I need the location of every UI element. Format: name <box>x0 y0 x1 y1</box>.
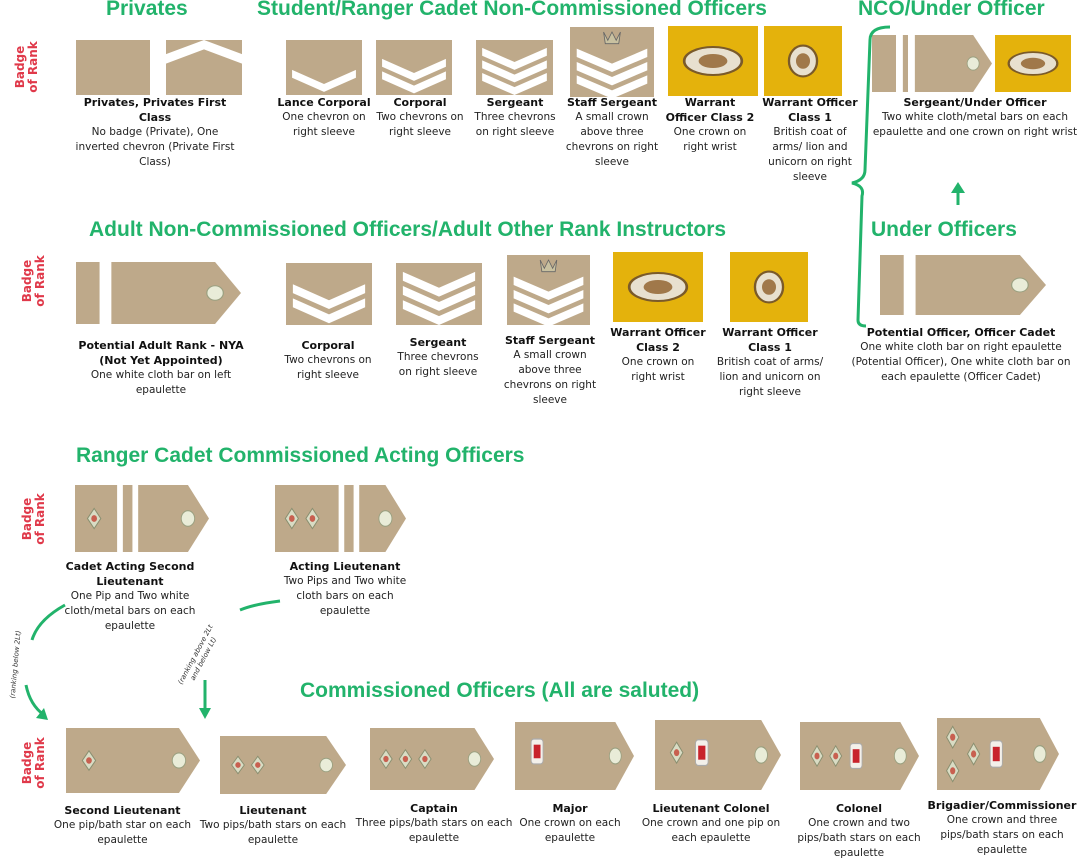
captain-epaulette <box>370 728 494 790</box>
button-icon <box>180 510 196 527</box>
lieutenant-epaulette <box>220 736 346 794</box>
lieutenant-colonel-epaulette <box>655 720 781 790</box>
button-icon <box>893 747 907 765</box>
arrow-head-down-icon <box>199 708 211 719</box>
pip-icon <box>250 755 265 775</box>
pip-icon <box>398 748 413 770</box>
button-icon <box>378 510 393 527</box>
pip-icon <box>418 748 432 770</box>
pip-icon <box>231 755 245 775</box>
lance-corporal-badge <box>286 40 362 95</box>
crown-icon <box>695 739 709 767</box>
caption-nya: Potential Adult Rank - NYA (Not Yet Appo… <box>78 339 244 396</box>
adult-warrant-officer-1-badge <box>730 252 808 322</box>
heading-privates: Privates <box>106 0 188 20</box>
major-epaulette <box>515 722 634 790</box>
adult-sergeant-badge <box>396 263 482 325</box>
heading-adult-nco: Adult Non-Commissioned Officers/Adult Ot… <box>89 218 727 241</box>
sergeant-under-officer-epaulette <box>872 35 992 92</box>
button-icon <box>754 746 768 764</box>
arrow-head-left-icon <box>36 708 48 720</box>
crown-icon <box>530 738 544 765</box>
button-icon <box>966 56 980 71</box>
heading-student-nco: Student/Ranger Cadet Non-Commissioned Of… <box>257 0 767 20</box>
curve-arrow-right-top <box>239 599 281 612</box>
button-icon <box>206 285 224 301</box>
pip-icon <box>86 507 102 530</box>
sergeant-under-officer-crown <box>995 35 1071 92</box>
button-icon <box>467 751 482 767</box>
button-icon <box>1033 745 1047 763</box>
pip-icon <box>284 507 299 530</box>
pip-icon <box>946 725 960 749</box>
button-icon <box>608 747 622 765</box>
crown-icon <box>849 742 863 770</box>
crown-icon <box>603 31 621 45</box>
adult-corporal-badge <box>286 263 372 325</box>
heading-commissioned-officers: Commissioned Officers (All are saluted) <box>300 679 700 702</box>
nco-bracket <box>851 25 891 328</box>
heading-acting-officers: Ranger Cadet Commissioned Acting Officer… <box>76 444 525 467</box>
corporal-badge <box>376 40 452 95</box>
private-first-class-badge <box>166 40 242 95</box>
button-icon <box>319 757 333 773</box>
warrant-officer-1-badge <box>764 26 842 96</box>
heading-nco-under-officer: NCO/Under Officer <box>858 0 1045 20</box>
pip-icon <box>379 748 393 770</box>
crown-icon <box>539 259 558 273</box>
pip-icon <box>810 744 824 768</box>
sergeant-badge <box>476 40 553 95</box>
curve-arrow-left-top <box>30 603 66 641</box>
adult-warrant-officer-2-badge <box>613 252 703 322</box>
pip-icon <box>81 749 97 772</box>
colonel-epaulette <box>800 722 919 790</box>
pip-icon <box>966 742 981 766</box>
up-arrow-head-icon <box>951 182 965 193</box>
pip-icon <box>669 741 684 765</box>
officer-cadet-epaulette <box>880 255 1046 315</box>
staff-sergeant-badge <box>570 27 654 97</box>
curve-arrow-left-icon <box>24 684 45 717</box>
crown-icon <box>989 740 1003 768</box>
acting-lieutenant-epaulette <box>275 485 406 552</box>
cadet-acting-2lt-epaulette <box>75 485 209 552</box>
button-icon <box>171 752 187 769</box>
second-lieutenant-epaulette <box>66 728 200 793</box>
brigadier-epaulette <box>937 718 1059 790</box>
pip-icon <box>305 507 320 530</box>
adult-staff-sergeant-badge <box>507 255 590 325</box>
heading-under-officers: Under Officers <box>871 218 1017 241</box>
warrant-officer-2-badge <box>668 26 758 96</box>
pip-icon <box>829 744 843 768</box>
private-badge <box>76 40 150 95</box>
nya-epaulette <box>76 262 241 324</box>
pip-icon <box>946 759 960 783</box>
button-icon <box>1011 277 1029 293</box>
